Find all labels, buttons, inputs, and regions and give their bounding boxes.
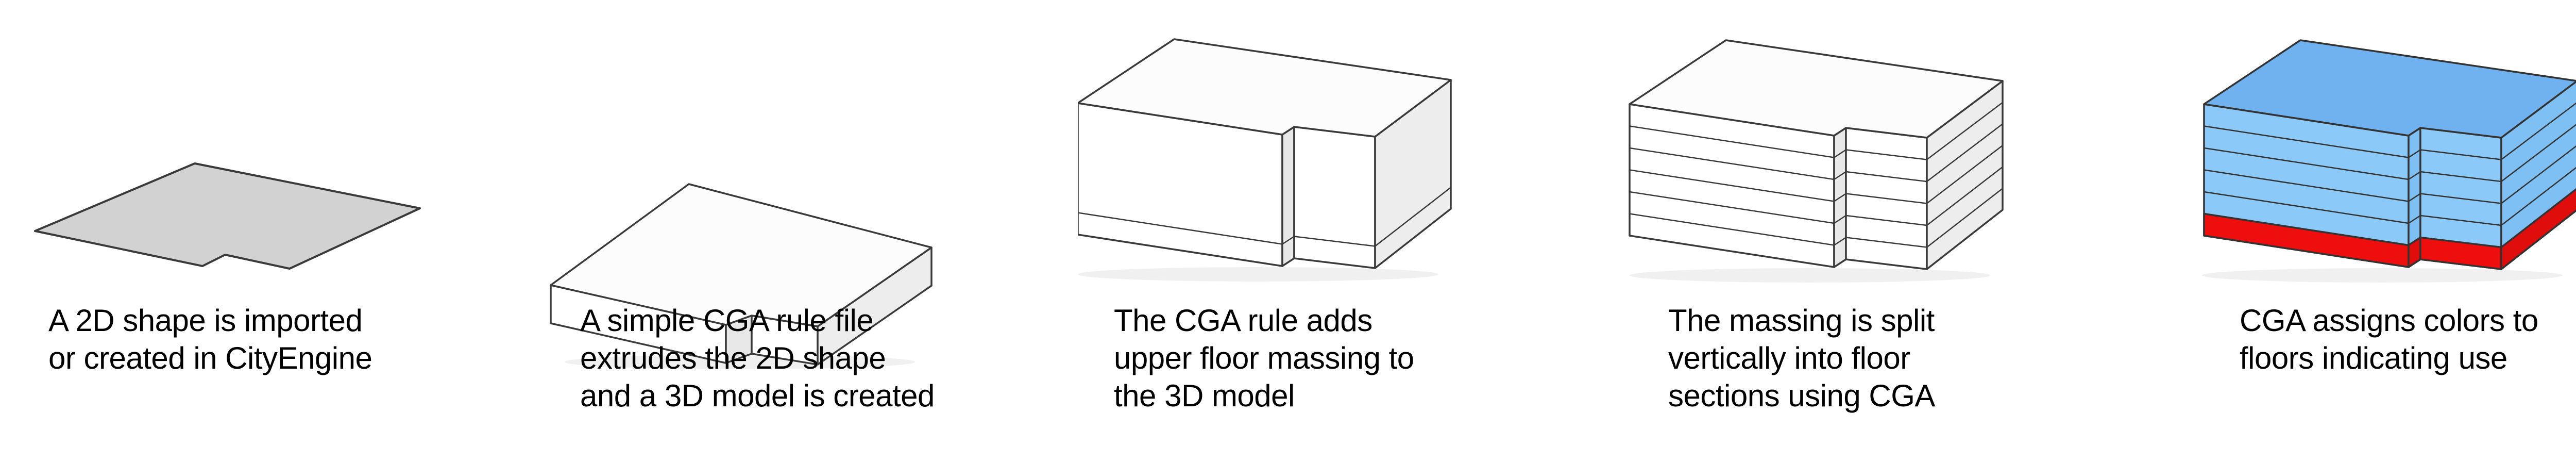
caption-line: CGA assigns colors to [2240,303,2538,338]
red-ground-right [2500,188,2576,270]
step-panel-floor-split: The massing is split vertically into flo… [1617,0,2156,462]
mass-top-face [1629,39,2004,139]
mass-top-face [1078,38,1452,138]
upper-massing-illustration [1078,38,1452,282]
slab-top-face [550,183,933,327]
caption-line: A simple CGA rule file [580,303,874,338]
caption-line: floors indicating use [2240,341,2507,375]
caption-line: the 3D model [1114,378,1295,413]
mass-front-right-face [1293,126,1376,269]
caption-line: sections using CGA [1668,378,1935,413]
ground-shadow [1630,268,1990,283]
floor-split-lines [1629,102,2003,248]
ground-floor-split-line [1078,187,1451,247]
caption-line: vertically into floor [1668,341,1910,375]
lot-polygon [34,162,421,270]
caption-line: A 2D shape is imported [48,303,363,338]
ground-shadow [1078,267,1438,282]
caption-line: and a 3D model is created [580,378,935,413]
extrude-illustration [550,183,933,369]
caption-line: extrudes the 2D shape [580,341,886,375]
caption-line: upper floor massing to [1114,341,1414,375]
2d-shape-illustration [34,162,421,270]
step-caption: A simple CGA rule file extrudes the 2D s… [580,302,935,415]
step-caption: CGA assigns colors to floors indicating … [2240,302,2538,377]
step-caption: The massing is split vertically into flo… [1668,302,1935,415]
step-panel-2d-shape: A 2D shape is imported or created in Cit… [0,0,539,462]
color-floors-illustration [2202,39,2576,283]
step-panel-extrude: A simple CGA rule file extrudes the 2D s… [539,0,1078,462]
floor-split-illustration [1629,39,2004,283]
mass-groove-face [1281,126,1295,267]
ground-shadow [2202,268,2563,283]
caption-line: The massing is split [1668,303,1935,338]
step-caption: The CGA rule adds upper floor massing to… [1114,302,1414,415]
step-panel-color-floors: CGA assigns colors to floors indicating … [2156,0,2576,462]
caption-line: or created in CityEngine [48,341,372,375]
caption-line: The CGA rule adds [1114,303,1372,338]
roof-top-face [2203,39,2576,139]
step-caption: A 2D shape is imported or created in Cit… [48,302,372,377]
floor-split-lines [2204,102,2576,226]
step-panel-upper-massing: The CGA rule adds upper floor massing to… [1078,0,1617,462]
